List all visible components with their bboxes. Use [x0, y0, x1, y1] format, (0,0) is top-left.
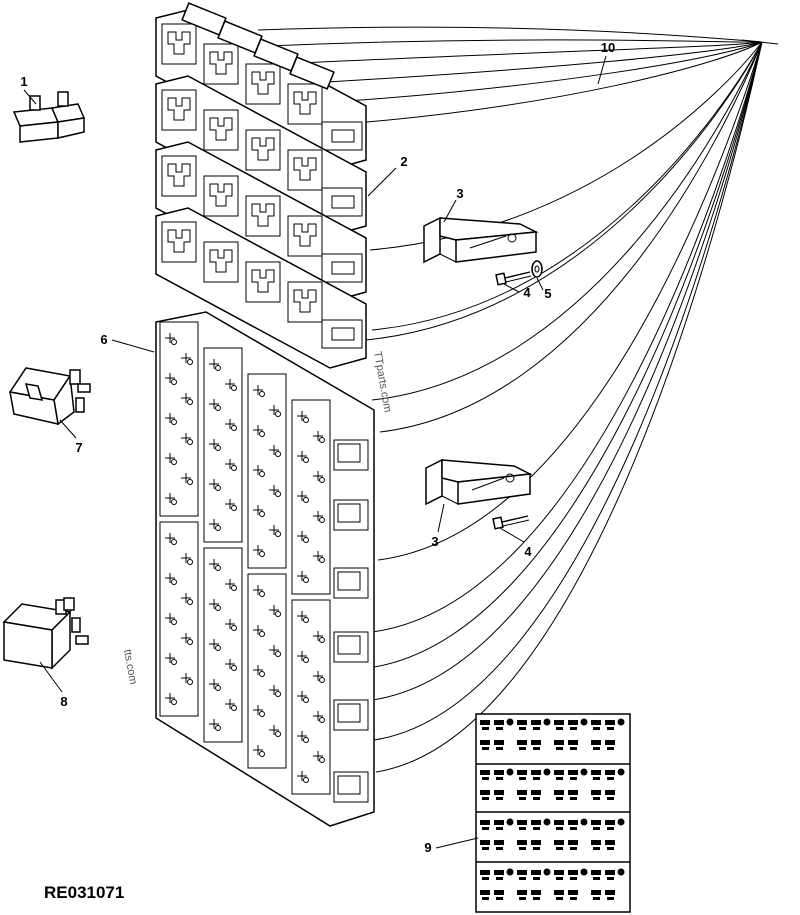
harness-wire [375, 41, 763, 773]
fuse-decal [475, 713, 631, 913]
callout-9: 9 [424, 840, 431, 855]
callout-1: 1 [20, 74, 27, 89]
callout-8: 8 [60, 694, 67, 709]
callout-10: 10 [601, 40, 615, 55]
bracket-upper [423, 216, 539, 264]
harness-wire [369, 41, 763, 251]
harness-wire [367, 41, 763, 669]
relay-small [8, 367, 91, 426]
relay-large [2, 597, 89, 670]
harness-wire [373, 41, 763, 741]
callout-2: 2 [400, 154, 407, 169]
harness-wire [365, 41, 763, 341]
washer [531, 260, 543, 278]
callout-3b: 3 [431, 534, 438, 549]
harness-wire [371, 41, 763, 401]
callout-6: 6 [100, 332, 107, 347]
harness-wire [371, 41, 763, 633]
bracket-lower [425, 458, 533, 506]
harness-wire [377, 41, 763, 561]
bolt-lower [492, 515, 530, 530]
callout-5: 5 [544, 286, 551, 301]
fuse [12, 91, 86, 143]
callout-7: 7 [75, 440, 82, 455]
harness-wire [379, 41, 763, 433]
harness-wire [291, 41, 763, 85]
callout-4: 4 [523, 285, 531, 300]
upper-fuse-block [155, 2, 367, 369]
harness-tie [741, 39, 779, 45]
harness-wire [303, 41, 763, 105]
watermark-upper: TTparts.com [371, 350, 394, 413]
lower-relay-block [155, 311, 375, 827]
harness-wire [279, 41, 763, 65]
harness-wire [317, 41, 763, 127]
watermark-lower: tts.com [121, 648, 139, 685]
figure-id: RE031071 [44, 883, 124, 902]
bolt-upper [495, 271, 532, 286]
harness-wire [371, 41, 763, 701]
wiring-harness [257, 26, 763, 773]
harness-wire [267, 39, 763, 47]
harness-wire [371, 41, 763, 331]
harness-wire [257, 26, 763, 43]
callout-4b: 4 [524, 544, 532, 559]
callout-3: 3 [456, 186, 463, 201]
leader-lines [23, 55, 607, 849]
